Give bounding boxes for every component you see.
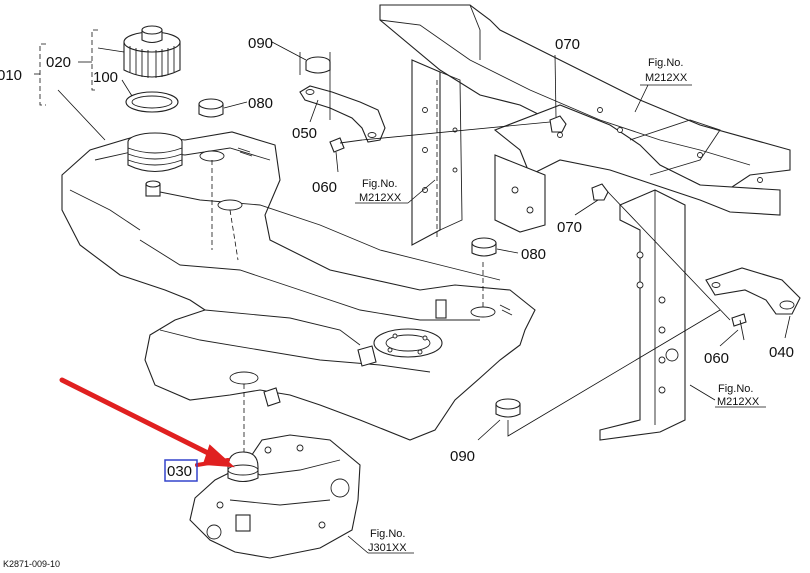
fig-ref-1-label: Fig.No. [648,57,683,69]
cushion-090-top [305,56,331,74]
label-040: 040 [769,344,794,361]
label-060-right: 060 [704,350,729,367]
fig-ref-4-label: Fig.No. [370,528,405,540]
fig-ref-2-number: M212XX [359,192,402,204]
fig-ref-4-number: J301XX [368,542,407,554]
label-090-top: 090 [248,35,273,52]
fuel-tank [61,80,536,460]
label-080-top: 080 [248,95,273,112]
fig-ref-3-number: M212XX [717,396,760,408]
bolt-060-right [731,313,747,341]
label-010: 010 [0,67,22,84]
cushion-080-middle [471,237,497,257]
cap-030 [227,451,259,483]
fuel-cap-gasket [125,91,179,113]
leader-lines [34,29,791,554]
label-050: 050 [292,125,317,142]
highlight-box [164,459,198,482]
stay-040 [705,267,801,315]
label-020: 020 [46,54,71,71]
label-100: 100 [93,69,118,86]
fig-ref-1-number: M212XX [645,72,688,84]
label-070-top: 070 [555,36,580,53]
bolt-060-left [329,137,363,153]
nut-070-mid [591,183,609,201]
label-090-bottom: 090 [450,448,475,465]
label-030: 030 [167,463,192,480]
label-080-middle: 080 [521,246,546,263]
fig-ref-3-label: Fig.No. [718,383,753,395]
label-070-mid: 070 [557,219,582,236]
cushion-090-bottom [495,398,521,418]
highlight-arrow [59,377,235,468]
fig-ref-2-label: Fig.No. [362,178,397,190]
hydraulic-housing [189,434,361,559]
label-060-left: 060 [312,179,337,196]
nut-070-top [549,115,567,133]
cushion-080-top [198,98,224,118]
frame-bracket [379,4,791,441]
diagram-code: K2871-009-10 [3,559,60,569]
fuel-cap [123,25,181,78]
